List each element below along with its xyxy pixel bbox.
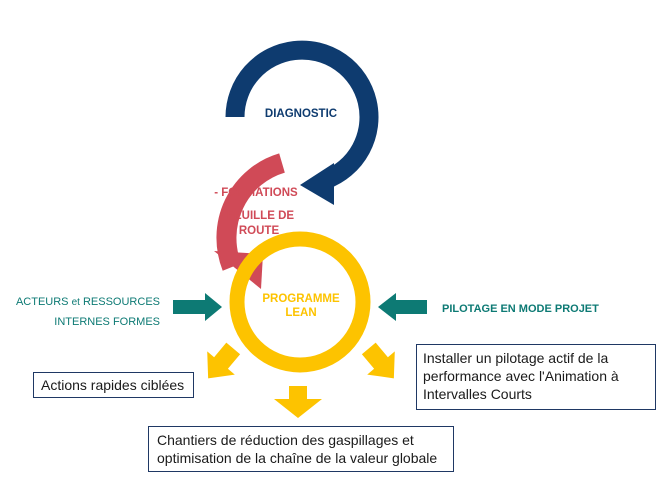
actions-rapides-text: Actions rapides ciblées (41, 377, 185, 393)
acteurs-ressources-label-line1: ACTEURS et RESSOURCES (16, 296, 160, 308)
output-arrow-left (207, 342, 241, 379)
formations-cycle-arrow (216, 153, 286, 271)
input-arrow-right (378, 293, 427, 321)
feuille-de-route-label-line1: - FEUILLE DE (220, 210, 294, 222)
programme-lean-label-line1: PROGRAMME (262, 293, 340, 305)
formations-label: - FORMATIONS (214, 187, 298, 199)
pilotage-actif-text-line3: Intervalles Courts (423, 386, 532, 402)
chantiers-text-line1: Chantiers de réduction des gaspillages e… (157, 432, 414, 448)
programme-lean-label-line2: LEAN (285, 307, 316, 319)
pilotage-actif-text-line1: Installer un pilotage actif de la (423, 350, 609, 366)
output-arrow-bottom (274, 386, 322, 418)
diagnostic-arrowhead (300, 163, 334, 205)
output-box-chantiers: Chantiers de réduction des gaspillages e… (148, 426, 454, 472)
chantiers-text-line2: optimisation de la chaîne de la valeur g… (157, 450, 438, 466)
programme-lean-cycle (229, 231, 371, 373)
output-box-pilotage-actif: Installer un pilotage actif de la perfor… (416, 344, 656, 410)
output-arrow-right (361, 342, 395, 379)
output-box-actions-rapides: Actions rapides ciblées (33, 372, 194, 398)
pilotage-actif-text-line2: performance avec l'Animation à (423, 368, 619, 384)
diagnostic-cycle-arrow (225, 40, 379, 189)
feuille-de-route-label-line2: ROUTE (239, 225, 280, 237)
diagnostic-label: DIAGNOSTIC (265, 108, 337, 120)
pilotage-mode-projet-label: PILOTAGE EN MODE PROJET (442, 303, 599, 315)
acteurs-ressources-label-line2: INTERNES FORMES (54, 316, 160, 328)
input-arrow-left (173, 293, 222, 321)
